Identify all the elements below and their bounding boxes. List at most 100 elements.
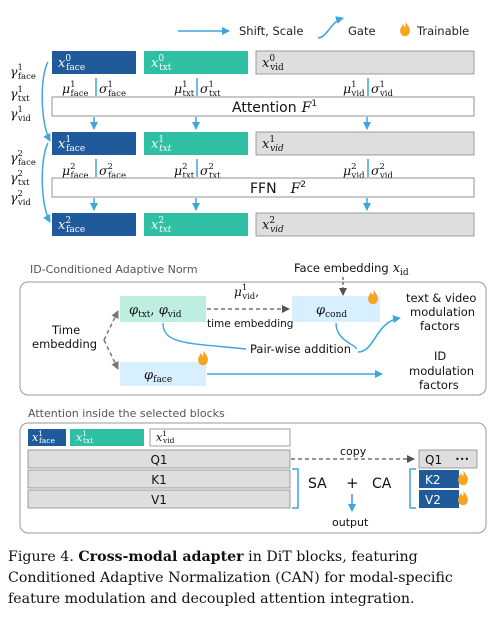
phi-cond-label: φcond bbox=[316, 303, 347, 320]
caption-fig: Figure 4. bbox=[8, 549, 74, 565]
phi-face-label: φface bbox=[144, 368, 172, 385]
figure-caption: Figure 4. Cross-modal adapter in DiT blo… bbox=[8, 547, 492, 610]
token-x-vid-1 bbox=[255, 131, 475, 156]
attn-token-txt bbox=[70, 429, 144, 446]
k2-label: K2 bbox=[425, 473, 441, 487]
legend-shift-scale: Shift, Scale bbox=[239, 24, 303, 38]
q1-right-bar bbox=[418, 449, 478, 469]
q1-label: Q1 bbox=[150, 453, 167, 467]
token-x-txt-1 bbox=[144, 132, 248, 155]
k2-bar bbox=[419, 470, 459, 488]
v2-label: V2 bbox=[425, 493, 441, 507]
tv-factors-3: factors bbox=[420, 319, 460, 333]
arrows-row1-to-row2 bbox=[90, 198, 371, 211]
token-x-vid-2 bbox=[255, 212, 475, 237]
id-factors-3: factors bbox=[419, 378, 459, 392]
sa-bracket bbox=[292, 468, 299, 509]
ca-bracket bbox=[409, 468, 416, 509]
v1-label: V1 bbox=[151, 493, 167, 507]
can-title: ID-Conditioned Adaptive Norm bbox=[30, 263, 198, 276]
time-to-phi-txt-arrow bbox=[103, 310, 119, 341]
token-x-face-0 bbox=[52, 51, 136, 74]
gate-curve-2 bbox=[41, 142, 51, 223]
legend-trainable: Trainable bbox=[416, 24, 469, 38]
token-x-face-1 bbox=[52, 132, 136, 155]
output-label: output bbox=[332, 516, 369, 529]
token-x-txt-2 bbox=[144, 213, 248, 236]
tv-factors-1: text & video bbox=[406, 291, 476, 305]
tv-factors-2: modulation bbox=[410, 305, 475, 319]
v1-bar bbox=[27, 489, 291, 509]
plus-label: + bbox=[346, 474, 359, 492]
v2-bar bbox=[419, 490, 459, 508]
time-embedding-inline: time embedding bbox=[207, 318, 293, 330]
sa-label: SA bbox=[308, 476, 327, 492]
token-x-face-2 bbox=[52, 213, 136, 236]
token-x-vid-0 bbox=[255, 50, 475, 75]
caption-bold: Cross-modal adapter bbox=[78, 549, 244, 565]
attn-token-vid bbox=[149, 428, 291, 447]
q1-right-label: Q1 bbox=[425, 453, 442, 467]
attention-block bbox=[51, 96, 475, 117]
time-embedding-left-1: Time bbox=[51, 323, 80, 337]
ffn-block bbox=[51, 177, 475, 198]
k1-label: K1 bbox=[151, 473, 167, 487]
trainable-flame-icon bbox=[400, 20, 410, 37]
time-embedding-left-2: embedding bbox=[32, 337, 97, 351]
gate-arrow-icon bbox=[317, 16, 344, 39]
ca-label: CA bbox=[372, 476, 392, 492]
legend: Shift, Scale Gate Trainable bbox=[178, 16, 469, 39]
phi-face-box bbox=[120, 362, 206, 386]
q1-ellipsis: ••• bbox=[455, 455, 469, 464]
phi-cond-box bbox=[292, 296, 380, 322]
caption-rest: in DiT blocks, featuring Conditioned Ada… bbox=[8, 549, 453, 607]
time-to-phi-face-arrow bbox=[103, 339, 119, 370]
copy-label: copy bbox=[340, 445, 367, 458]
phi-txt-vid-box bbox=[120, 296, 206, 322]
can-section: ID-Conditioned Adaptive Norm Face embedd… bbox=[19, 261, 487, 396]
q1-bar bbox=[27, 449, 291, 469]
pairwise-label: Pair-wise addition bbox=[250, 342, 351, 356]
id-factors-2: modulation bbox=[409, 364, 474, 378]
token-x-txt-0 bbox=[144, 51, 248, 74]
legend-gate: Gate bbox=[348, 24, 376, 38]
id-factors-1: ID bbox=[434, 349, 446, 363]
